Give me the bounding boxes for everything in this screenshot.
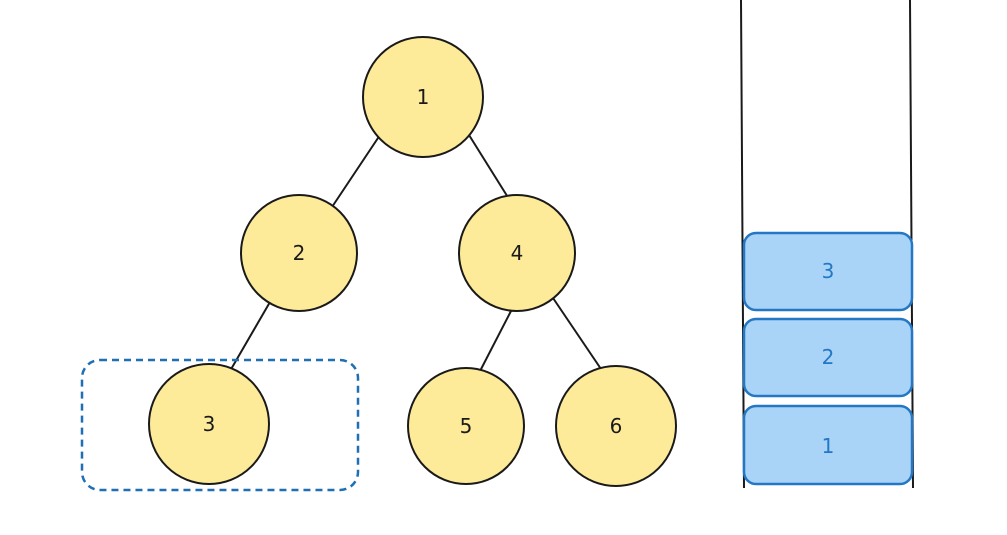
tree-node-1: 1 (362, 36, 484, 158)
edge-1-2 (331, 134, 381, 208)
tree-node-4: 4 (458, 194, 576, 312)
stack-item-top: 3 (742, 231, 914, 312)
edge-1-4 (468, 134, 510, 200)
edge-4-5 (477, 310, 512, 376)
stack-block (742, 404, 914, 486)
edge-4-6 (552, 297, 602, 370)
tree-node-6: 6 (555, 365, 677, 487)
node-circle (458, 194, 576, 312)
node-circle (555, 365, 677, 487)
tree-node-5: 5 (407, 367, 525, 485)
node-circle (148, 363, 270, 485)
node-label: 2 (293, 241, 306, 265)
tree-node-2: 2 (240, 194, 358, 312)
stack-item-bottom: 1 (742, 404, 914, 486)
node-circle (240, 194, 358, 312)
stack-label: 1 (822, 434, 835, 458)
stack: 3 2 1 (740, 0, 914, 489)
stack-left-wall (740, 0, 745, 489)
node-label: 6 (610, 414, 623, 438)
node-label: 5 (460, 414, 473, 438)
tree-node-3: 3 (148, 363, 270, 485)
stack-block (742, 317, 914, 398)
node-label: 4 (511, 241, 524, 265)
node-circle (407, 367, 525, 485)
stack-item-middle: 2 (742, 317, 914, 398)
stack-block (742, 231, 914, 312)
stack-label: 3 (822, 259, 835, 283)
node-label: 1 (417, 85, 430, 109)
stack-label: 2 (822, 345, 835, 369)
highlight-box (80, 358, 360, 492)
node-circle (362, 36, 484, 158)
node-label: 3 (203, 412, 216, 436)
